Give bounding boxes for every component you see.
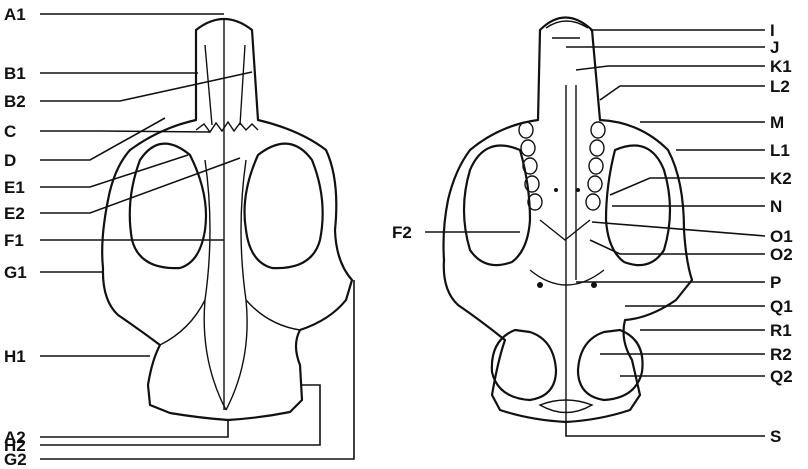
label-l2: L2 <box>770 77 790 96</box>
label-k2: K2 <box>770 169 792 188</box>
label-r2: R2 <box>770 345 792 364</box>
label-k1: K1 <box>770 57 792 76</box>
label-f1: F1 <box>4 231 24 250</box>
label-f2: F2 <box>392 223 412 242</box>
label-g1: G1 <box>4 263 27 282</box>
label-n: N <box>770 197 782 216</box>
dorsal-skull-drawing <box>102 19 352 420</box>
label-q1: Q1 <box>770 297 793 316</box>
label-r1: R1 <box>770 321 792 340</box>
label-b1: B1 <box>4 64 26 83</box>
label-d: D <box>4 151 16 170</box>
label-b2: B2 <box>4 92 26 111</box>
label-c: C <box>4 122 16 141</box>
label-o1: O1 <box>770 227 793 246</box>
label-a1: A1 <box>4 5 26 24</box>
label-e1: E1 <box>4 178 25 197</box>
label-h1: H1 <box>4 347 26 366</box>
label-g2: G2 <box>4 450 27 469</box>
label-e2: E2 <box>4 204 25 223</box>
label-q2: Q2 <box>770 367 793 386</box>
tooth-row-right <box>586 122 605 210</box>
tooth-row-left <box>519 122 542 210</box>
label-l1: L1 <box>770 141 790 160</box>
label-o2: O2 <box>770 245 793 264</box>
label-j: J <box>770 38 779 57</box>
ventral-skull-drawing <box>444 18 693 423</box>
dorsal-labels: A1 B1 B2 C D E1 E2 F1 G1 H1 A2 H2 G2 <box>4 5 27 469</box>
ventral-leader-lines <box>425 30 765 436</box>
label-p: P <box>770 273 781 292</box>
label-m: M <box>770 113 784 132</box>
label-s: S <box>770 427 781 446</box>
